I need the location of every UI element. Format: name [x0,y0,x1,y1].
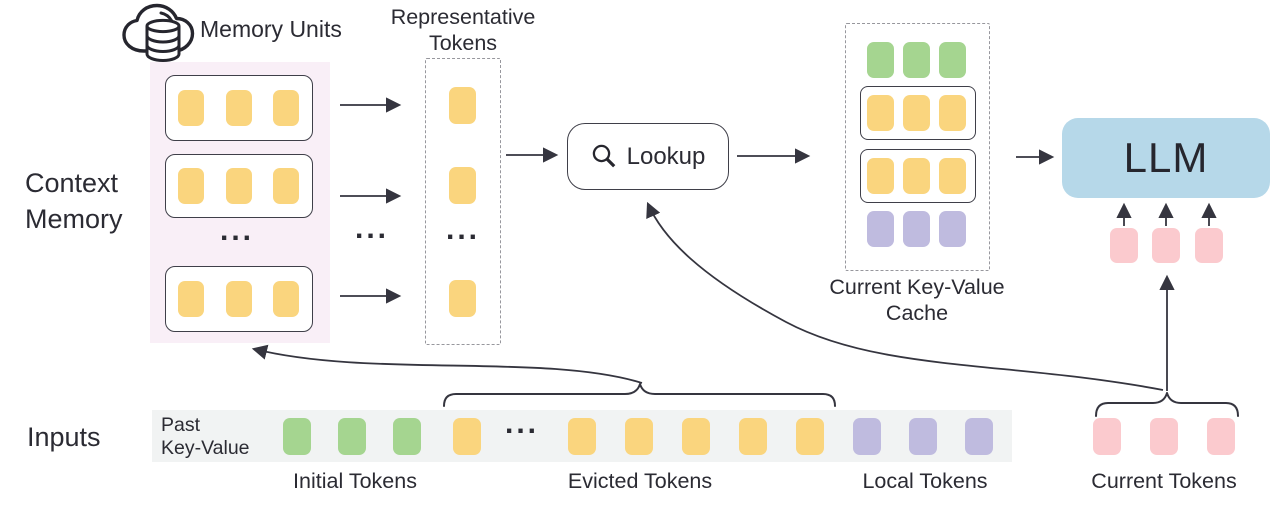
memory-ellipsis: ... [219,214,254,247]
memory-token [273,90,299,126]
llm-box: LLM [1062,118,1270,198]
current-token [1207,418,1235,455]
initial-token [338,418,366,455]
memory-token [226,281,252,317]
cache-memory-token [903,95,930,131]
memory-unit-row [165,154,313,218]
llm-input-token [1195,228,1223,263]
cache-memory-token [939,95,966,131]
arrow-evicted-to-context-memory [251,344,643,384]
llm-label: LLM [1123,134,1209,181]
evicted-tokens-brace [443,383,836,407]
search-icon [592,144,615,168]
memory-token [226,168,252,204]
evicted-token [739,418,767,455]
memory-token [178,168,204,204]
inputs-label: Inputs [27,422,101,452]
representative-ellipsis: ... [445,213,480,246]
cache-memory-unit [860,86,976,140]
local-token [909,418,937,455]
cache-memory-unit [860,149,976,203]
local-token [965,418,993,455]
initial-token [393,418,421,455]
evicted-token [453,418,481,455]
evicted-token [568,418,596,455]
cache-memory-token [867,158,894,194]
evicted-token [796,418,824,455]
arrows-ellipsis: ... [354,212,389,245]
local-token [853,418,881,455]
current-kv-cache-label: Current Key-Value Cache [817,274,1017,326]
current-tokens-brace [1095,392,1239,417]
representative-token [449,87,476,124]
representative-token [449,280,476,317]
cache-memory-token [867,95,894,131]
cache-initial-token [867,42,894,78]
memory-unit-row [165,266,313,332]
memory-token [273,168,299,204]
memory-token [178,281,204,317]
local-tokens-label: Local Tokens [862,469,988,493]
current-token [1150,418,1178,455]
llm-input-token [1152,228,1180,263]
representative-line2: Tokens [428,31,498,56]
current-token [1093,418,1121,455]
llm-input-token [1110,228,1138,263]
evicted-tokens-label: Evicted Tokens [567,469,713,493]
representative-line1: Representative [390,5,536,29]
memory-units-label: Memory Units [200,16,342,42]
evicted-token [682,418,710,455]
representative-tokens-label: Representative Tokens [383,4,543,56]
initial-token [283,418,311,455]
initial-tokens-label: Initial Tokens [293,469,417,493]
cache-memory-token [903,158,930,194]
cache-initial-token [903,42,930,78]
memory-token [273,281,299,317]
memory-token [226,90,252,126]
lookup-label: Lookup [626,142,706,170]
memory-cloud-database-icon [122,3,195,63]
cache-initial-token [939,42,966,78]
past-kv-label: Past Key-Value [161,414,250,460]
cache-local-token [939,211,966,247]
context-memory-line1: Context [25,168,119,198]
current-kv-cache-box [845,23,990,271]
lookup-button: Lookup [567,123,729,190]
representative-tokens-box: ... [425,58,501,345]
context-memory-label: Context Memory [25,166,123,237]
cache-local-token [903,211,930,247]
cache-label-line2: Cache [885,301,949,326]
memory-token [178,90,204,126]
current-tokens-label: Current Tokens [1091,469,1237,493]
representative-token [449,167,476,204]
cache-local-token [867,211,894,247]
cache-label-line1: Current Key-Value [829,275,1005,299]
evicted-ellipsis: ... [504,407,539,440]
evicted-token [625,418,653,455]
past-kv-line1: Past [161,414,201,436]
memory-unit-row [165,75,313,141]
cache-memory-token [939,158,966,194]
past-kv-line2: Key-Value [161,437,250,459]
context-memory-line2: Memory [25,203,123,234]
